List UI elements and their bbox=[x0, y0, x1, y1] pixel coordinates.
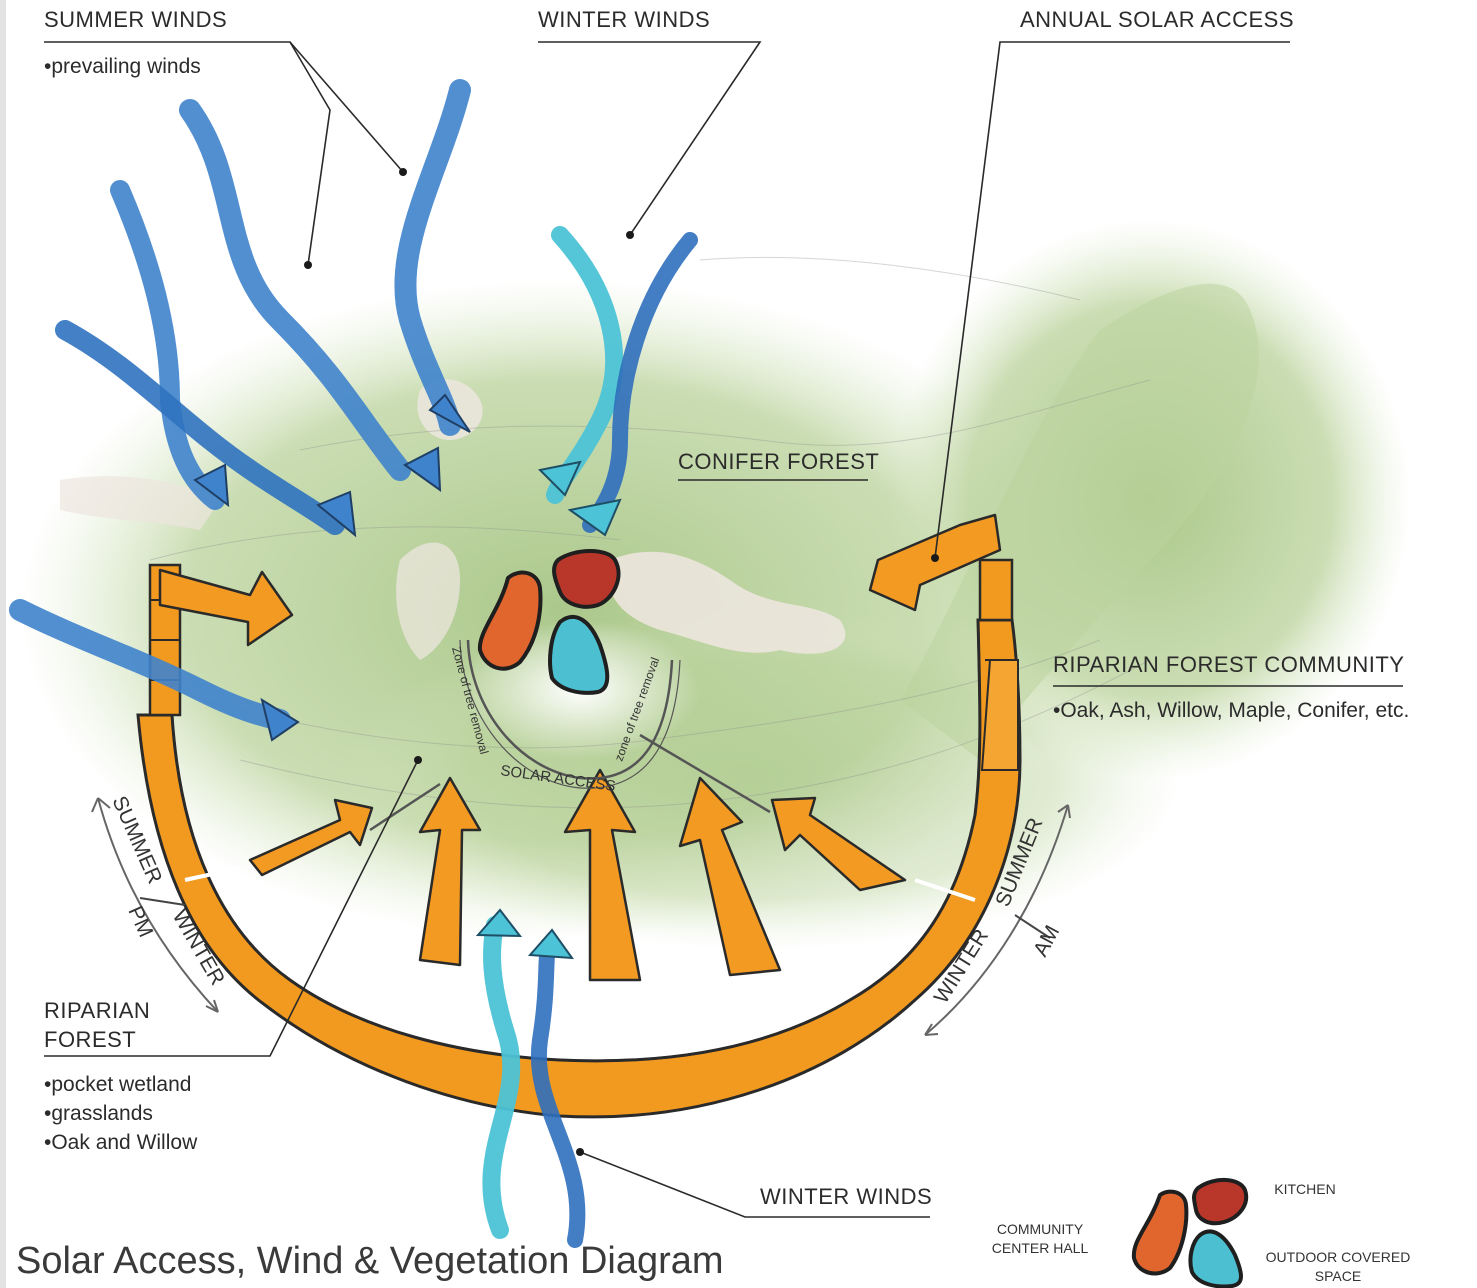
legend-hall-swatch bbox=[1134, 1192, 1187, 1274]
pm-label: PM bbox=[123, 903, 157, 941]
riparian-forest-label-line2: FOREST bbox=[44, 1026, 136, 1055]
winter-winds-bottom-label: WINTER WINDS bbox=[760, 1183, 932, 1212]
annual-solar-access-label: ANNUAL SOLAR ACCESS bbox=[1020, 6, 1294, 35]
winter-winds-top-label: WINTER WINDS bbox=[538, 6, 710, 35]
summer-winds-label: SUMMER WINDS bbox=[44, 6, 227, 35]
conifer-forest-label: CONIFER FOREST bbox=[678, 448, 879, 477]
riparian-note-2: •grasslands bbox=[44, 1099, 153, 1128]
legend-shapes bbox=[1134, 1180, 1246, 1287]
riparian-note-3: •Oak and Willow bbox=[44, 1128, 197, 1157]
legend-kitchen-swatch bbox=[1194, 1180, 1246, 1223]
legend-kitchen: KITCHEN bbox=[1265, 1180, 1345, 1199]
riparian-forest-community-label: RIPARIAN FOREST COMMUNITY bbox=[1053, 651, 1404, 680]
summer-winds-note: •prevailing winds bbox=[44, 52, 201, 81]
diagram-title: Solar Access, Wind & Vegetation Diagram bbox=[16, 1240, 724, 1283]
legend-community-center-hall: COMMUNITY CENTER HALL bbox=[980, 1220, 1100, 1258]
legend-outdoor-swatch bbox=[1190, 1232, 1241, 1287]
riparian-forest-label-line1: RIPARIAN bbox=[44, 997, 150, 1026]
riparian-note-1: •pocket wetland bbox=[44, 1070, 191, 1099]
legend-outdoor-covered-space: OUTDOOR COVERED SPACE bbox=[1258, 1248, 1418, 1286]
riparian-forest-community-note: •Oak, Ash, Willow, Maple, Conifer, etc. bbox=[1053, 696, 1409, 725]
kitchen-building bbox=[554, 551, 618, 607]
